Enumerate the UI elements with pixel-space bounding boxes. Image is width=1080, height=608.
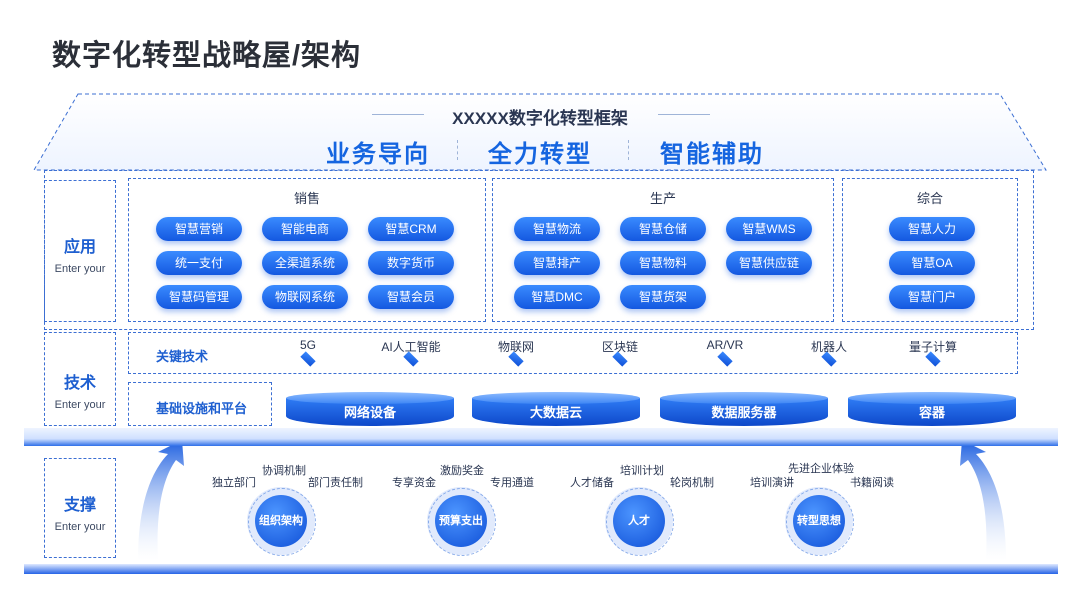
support-circle: 人才 (613, 495, 665, 547)
infra-label: 网络设备 (343, 405, 396, 420)
app-pill[interactable]: 智慧DMC (514, 285, 600, 309)
support-left-text: 专享资金 (392, 477, 436, 489)
app-pill[interactable]: 智慧物流 (514, 217, 600, 241)
slogan-business: 业务导向 (326, 141, 430, 168)
tech-item: 物联网 (497, 340, 534, 354)
app-pill[interactable]: 智慧门户 (889, 285, 975, 309)
support-top-text: 培训计划 (620, 465, 664, 477)
support-ring (428, 488, 496, 556)
slogan-separator (457, 140, 458, 160)
support-right-text: 部门责任制 (308, 477, 363, 489)
app-pill[interactable]: 智慧OA (889, 251, 975, 275)
slogan-transform: 全力转型 (488, 141, 592, 168)
support-top-text: 协调机制 (262, 465, 306, 477)
support-right-text: 书籍阅读 (850, 477, 894, 489)
tech-item: 区块链 (601, 340, 638, 354)
support-ring (606, 488, 674, 556)
app-pill[interactable]: 智慧码管理 (156, 285, 242, 309)
framework-title: XXXXX数字化转型框架 (452, 109, 628, 128)
general-group (842, 178, 1018, 322)
slogan-intelligent: 智能辅助 (660, 141, 764, 168)
application-label-en: Enter your (54, 263, 106, 275)
key-tech-row (128, 332, 1018, 374)
support-right-text: 专用通道 (490, 477, 534, 489)
support-circle: 组织架构 (255, 495, 307, 547)
technology-label: 技术 Enter your (44, 332, 116, 426)
platform-slab (24, 428, 1058, 446)
infra-cylinder: 大数据云 (472, 392, 640, 426)
production-group (492, 178, 834, 322)
support-top-text: 激励奖金 (440, 465, 484, 477)
app-pill[interactable]: 数字货币 (368, 251, 454, 275)
slogan-separator (628, 140, 629, 160)
infra-cylinder: 数据服务器 (660, 392, 828, 426)
production-group-title: 生产 (649, 191, 676, 206)
app-pill[interactable]: 智慧会员 (368, 285, 454, 309)
framework-line-left (372, 114, 424, 115)
page-title: 数字化转型战略屋/架构 (52, 40, 362, 72)
app-pill[interactable]: 智慧WMS (726, 217, 812, 241)
support-circle: 预算支出 (435, 495, 487, 547)
app-pill[interactable]: 智能电商 (262, 217, 348, 241)
app-pill[interactable]: 智慧供应链 (726, 251, 812, 275)
support-label-cn: 支撑 (63, 497, 96, 514)
sales-group-title: 销售 (293, 191, 320, 206)
tech-item: AR/VR (706, 338, 744, 352)
support-top-text: 先进企业体验 (788, 463, 854, 475)
support-right-text: 轮岗机制 (670, 477, 714, 489)
tech-item: 量子计算 (908, 340, 957, 354)
technology-label-cn: 技术 (63, 375, 96, 392)
support-label: 支撑 Enter your (44, 458, 116, 558)
support-circle: 转型思想 (793, 495, 845, 547)
tech-item: AI人工智能 (381, 340, 441, 354)
app-pill[interactable]: 智慧人力 (889, 217, 975, 241)
app-pill[interactable]: 智慧货架 (620, 285, 706, 309)
support-left-text: 人才储备 (570, 477, 614, 489)
support-ring (786, 488, 854, 556)
sales-group (128, 178, 486, 322)
app-pill[interactable]: 智慧物料 (620, 251, 706, 275)
app-pill[interactable]: 物联网系统 (262, 285, 348, 309)
support-label-en: Enter your (54, 521, 106, 533)
app-pill[interactable]: 统一支付 (156, 251, 242, 275)
application-label-cn: 应用 (63, 239, 96, 256)
app-pill[interactable]: 智慧仓储 (620, 217, 706, 241)
app-pill[interactable]: 智慧排产 (514, 251, 600, 275)
framework-line-right (658, 114, 710, 115)
infra-label: 容器 (918, 405, 945, 420)
app-pill[interactable]: 智慧营销 (156, 217, 242, 241)
app-pill[interactable]: 全渠道系统 (262, 251, 348, 275)
application-label: 应用 Enter your (44, 180, 116, 322)
support-left-text: 培训演讲 (750, 477, 794, 489)
key-tech-label: 关键技术 (156, 349, 209, 364)
general-group-title: 综合 (916, 191, 943, 206)
infra-cylinder: 容器 (848, 392, 1016, 426)
tech-item: 5G (299, 338, 316, 352)
base-slab (24, 564, 1058, 574)
infrastructure-label: 基础设施和平台 (156, 401, 248, 416)
tech-item: 机器人 (810, 340, 847, 354)
support-left-text: 独立部门 (212, 477, 256, 489)
infra-cylinder: 网络设备 (286, 392, 454, 426)
right-arrow (960, 440, 1006, 560)
left-arrow (138, 440, 184, 560)
technology-label-en: Enter your (54, 399, 106, 411)
infrastructure-label-box (128, 382, 272, 426)
app-pill[interactable]: 智慧CRM (368, 217, 454, 241)
support-ring (248, 488, 316, 556)
infra-label: 大数据云 (529, 405, 582, 420)
infra-label: 数据服务器 (711, 405, 777, 420)
